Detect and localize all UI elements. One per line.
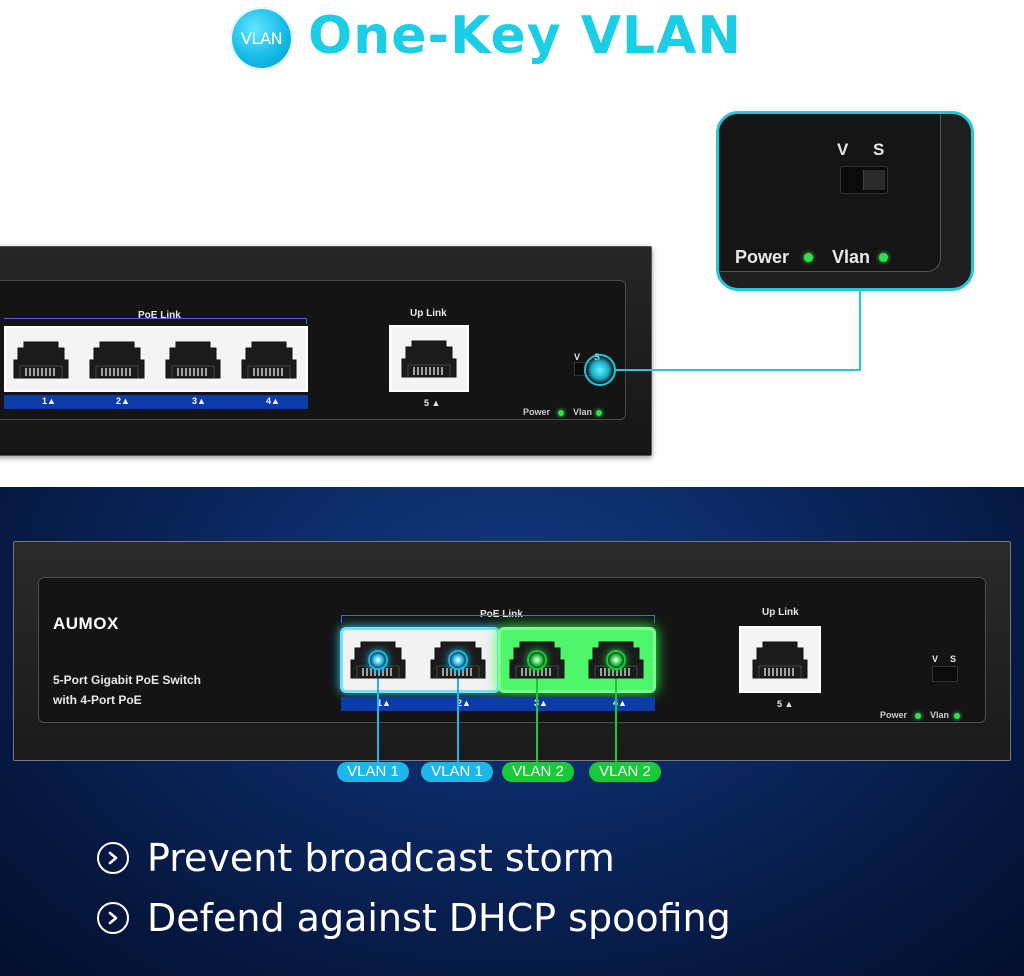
top-vlan-led (596, 410, 602, 416)
vlan-port-2-glow (448, 650, 468, 670)
top-uplink-jack[interactable] (398, 333, 460, 385)
vlan-tag-2: VLAN 1 (421, 762, 493, 782)
product-desc-line1: 5-Port Gigabit PoE Switch (53, 673, 202, 687)
vlan-tag-1: VLAN 1 (337, 762, 409, 782)
top-vlan-label: Vlan (573, 407, 593, 417)
top-port-3-label: 3▲ (192, 396, 206, 406)
vlan-switch-zoom: V S Power Vlan (716, 111, 974, 291)
bottom-vlan-label: Vlan (930, 710, 950, 720)
zoom-power-led (804, 253, 813, 262)
top-port-3-jack[interactable] (162, 334, 224, 386)
zoom-vlan-toggle[interactable] (840, 166, 888, 194)
top-uplink-port-label: 5 ▲ (424, 398, 441, 408)
bottom-switch-s-label: S (950, 654, 957, 664)
vlan-badge-text: VLAN (240, 29, 283, 48)
bottom-vlan-led (954, 713, 960, 719)
top-port-1-jack[interactable] (10, 334, 72, 386)
bottom-port-3-label: 3▲ (534, 698, 548, 708)
top-port-4-label: 4▲ (266, 396, 280, 406)
zoom-v-label: V (837, 140, 849, 159)
top-port-2-jack[interactable] (86, 334, 148, 386)
bottom-uplink-port-label: 5 ▲ (777, 699, 794, 709)
feature-item: Defend against DHCP spoofing (97, 896, 731, 940)
bottom-port-2-label: 2▲ (457, 698, 471, 708)
top-toggle-highlight-ring (584, 354, 616, 386)
bottom-power-led (915, 713, 921, 719)
brand-logo: AUMOX (53, 614, 119, 633)
top-poe-bracket (4, 318, 307, 324)
vlan-line-2 (457, 658, 459, 764)
page-title: One-Key VLAN (308, 6, 742, 66)
top-power-label: Power (523, 407, 551, 417)
bottom-port-number-strip: 1▲ 2▲ 3▲ 4▲ (341, 697, 655, 711)
vlan-port-4-glow (606, 650, 626, 670)
vlan-tag-3: VLAN 2 (502, 762, 574, 782)
zoom-panel (719, 114, 941, 272)
zoom-power-label: Power (735, 247, 790, 267)
bottom-uplink-jack[interactable] (749, 634, 811, 686)
feature-text: Defend against DHCP spoofing (147, 896, 731, 940)
top-port-4-jack[interactable] (238, 334, 300, 386)
top-port-number-strip: 1▲ 2▲ 3▲ 4▲ (4, 395, 308, 409)
top-uplink-label: Up Link (410, 308, 447, 319)
vlan-line-1 (377, 658, 379, 764)
zoom-toggle-knob (863, 170, 885, 190)
chevron-right-icon (97, 902, 129, 934)
vlan-port-3-glow (527, 650, 547, 670)
product-desc-line2: with 4-Port PoE (53, 693, 142, 707)
connector-line-vertical (859, 289, 861, 371)
top-port-1-label: 1▲ (42, 396, 56, 406)
zoom-vlan-label: Vlan (832, 247, 871, 267)
top-power-led (558, 410, 564, 416)
vlan-line-3 (536, 658, 538, 764)
feature-text: Prevent broadcast storm (147, 836, 615, 880)
vlan-badge-icon: VLAN (230, 7, 293, 70)
bottom-uplink-label: Up Link (762, 607, 799, 618)
chevron-right-icon (97, 842, 129, 874)
bottom-switch-v-label: V (932, 654, 939, 664)
zoom-vlan-led (879, 253, 888, 262)
feature-item: Prevent broadcast storm (97, 836, 615, 880)
bottom-port-4-label: 4▲ (613, 698, 627, 708)
vlan-port-1-glow (368, 650, 388, 670)
top-poe-link-label: PoE Link (138, 310, 181, 321)
bottom-poe-link-label: PoE Link (480, 609, 523, 620)
bottom-port-1-label: 1▲ (377, 698, 391, 708)
connector-line-horizontal (616, 369, 861, 371)
bottom-vlan-toggle[interactable] (932, 666, 958, 682)
bottom-poe-bracket (341, 615, 655, 623)
top-port-2-label: 2▲ (116, 396, 130, 406)
bottom-power-label: Power (880, 710, 908, 720)
top-switch-v-label: V (574, 352, 581, 362)
vlan-line-4 (615, 658, 617, 764)
vlan-tag-4: VLAN 2 (589, 762, 661, 782)
zoom-s-label: S (873, 140, 885, 159)
